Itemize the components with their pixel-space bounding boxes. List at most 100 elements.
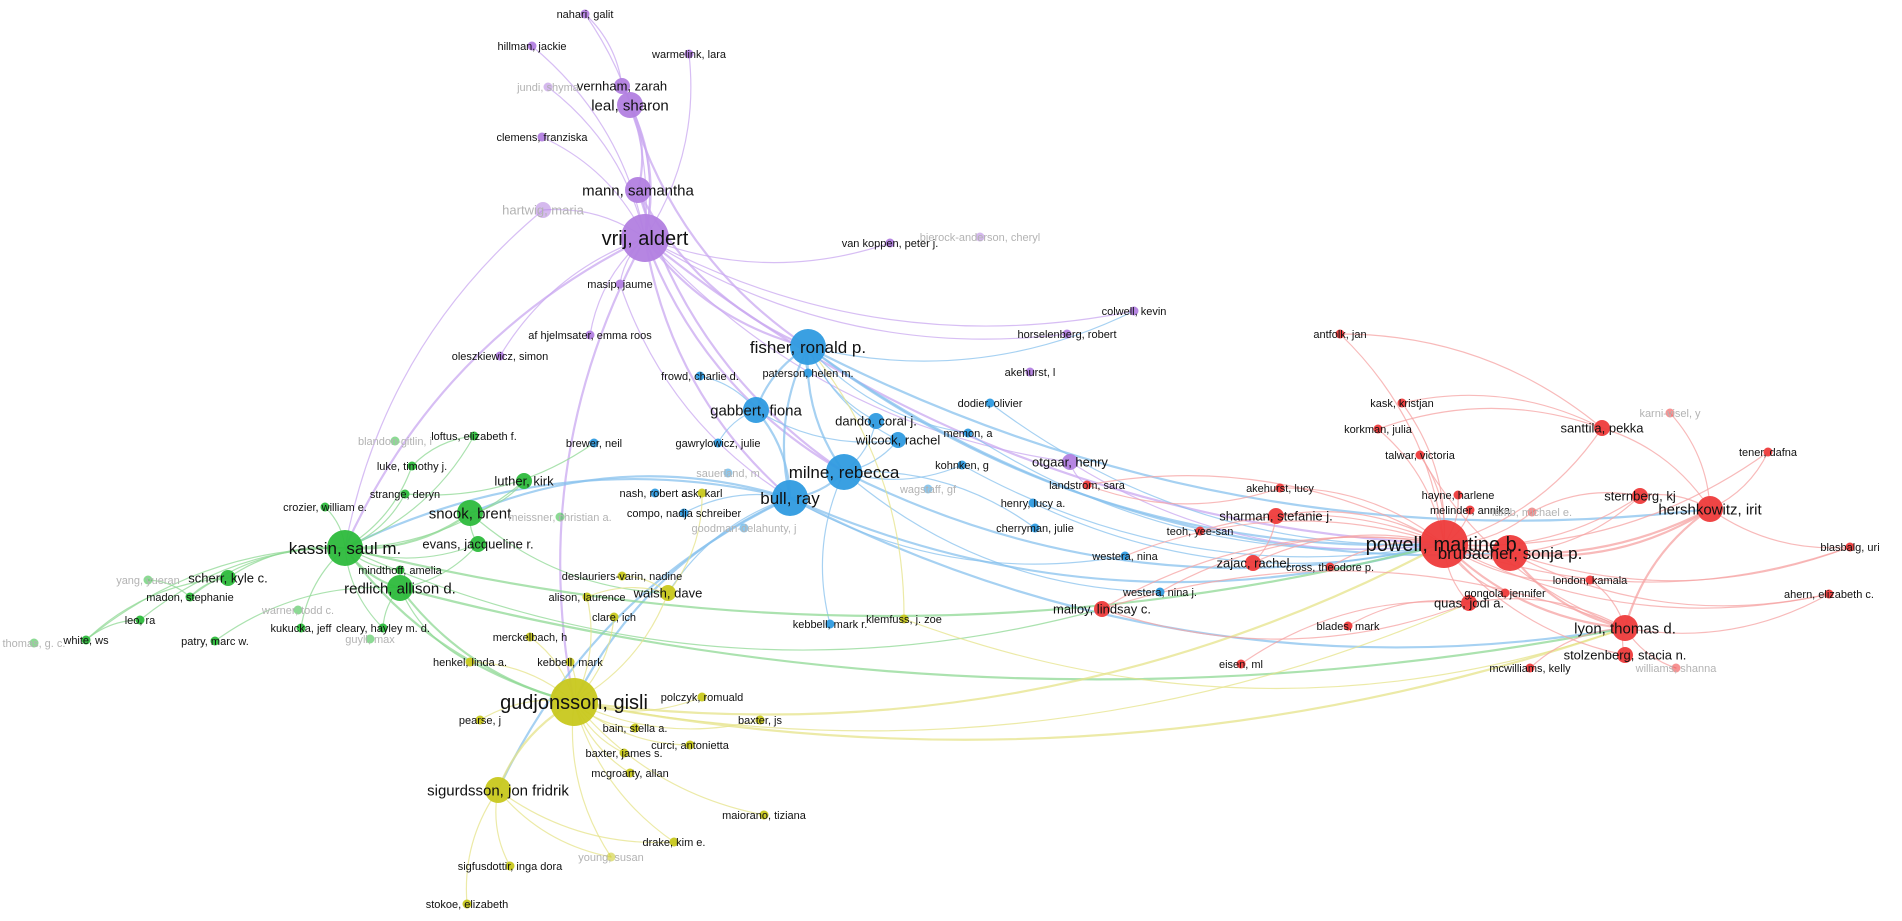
node-kohnken[interactable] bbox=[957, 460, 967, 470]
node-clemens[interactable] bbox=[537, 132, 547, 142]
node-milne[interactable] bbox=[826, 454, 862, 490]
node-jundi[interactable] bbox=[543, 82, 553, 92]
node-baxterjs[interactable] bbox=[755, 715, 765, 725]
node-london[interactable] bbox=[1585, 575, 1595, 585]
node-deslauriers[interactable] bbox=[617, 571, 627, 581]
node-warner[interactable] bbox=[293, 605, 303, 615]
node-curci[interactable] bbox=[685, 740, 695, 750]
node-cleary[interactable] bbox=[378, 623, 388, 633]
node-memon[interactable] bbox=[963, 428, 973, 438]
node-masip[interactable] bbox=[615, 279, 625, 289]
node-antfolk[interactable] bbox=[1335, 329, 1345, 339]
node-paterson[interactable] bbox=[803, 368, 813, 378]
node-wagstaff[interactable] bbox=[923, 484, 933, 494]
node-korkman[interactable] bbox=[1373, 424, 1383, 434]
node-polczyk[interactable] bbox=[697, 692, 707, 702]
node-guyll[interactable] bbox=[365, 634, 375, 644]
node-drake[interactable] bbox=[669, 837, 679, 847]
node-crozier[interactable] bbox=[320, 502, 330, 512]
node-clare[interactable] bbox=[609, 612, 619, 622]
node-landstrom[interactable] bbox=[1082, 480, 1092, 490]
node-blades[interactable] bbox=[1343, 621, 1353, 631]
node-cherryman[interactable] bbox=[1030, 523, 1040, 533]
node-gongola[interactable] bbox=[1500, 588, 1510, 598]
node-blasbalg[interactable] bbox=[1845, 542, 1855, 552]
node-merckelbach[interactable] bbox=[525, 632, 535, 642]
node-zajac[interactable] bbox=[1245, 555, 1261, 571]
node-luther[interactable] bbox=[516, 473, 532, 489]
node-meissner[interactable] bbox=[555, 512, 565, 522]
node-pearse[interactable] bbox=[475, 715, 485, 725]
node-bierock[interactable] bbox=[975, 232, 985, 242]
node-kassin[interactable] bbox=[327, 530, 363, 566]
node-sauerland[interactable] bbox=[723, 468, 733, 478]
node-baxterjames[interactable] bbox=[619, 748, 629, 758]
node-vernham[interactable] bbox=[614, 78, 630, 94]
node-leal[interactable] bbox=[617, 92, 643, 118]
node-gawrylowicz[interactable] bbox=[713, 438, 723, 448]
node-alison[interactable] bbox=[582, 592, 592, 602]
node-leo[interactable] bbox=[135, 615, 145, 625]
node-sigfusdottir[interactable] bbox=[505, 861, 515, 871]
node-dodier[interactable] bbox=[985, 398, 995, 408]
node-stolzenberg[interactable] bbox=[1617, 647, 1633, 663]
node-malloy[interactable] bbox=[1094, 601, 1110, 617]
node-sigurdsson[interactable] bbox=[485, 777, 511, 803]
node-talwar[interactable] bbox=[1415, 450, 1425, 460]
node-gudjonsson[interactable] bbox=[550, 678, 598, 726]
node-horselenberg[interactable] bbox=[1062, 329, 1072, 339]
node-quas[interactable] bbox=[1461, 595, 1477, 611]
node-cross[interactable] bbox=[1325, 562, 1335, 572]
node-klemfuss[interactable] bbox=[899, 614, 909, 624]
node-nahari[interactable] bbox=[580, 9, 590, 19]
node-sternberg[interactable] bbox=[1632, 488, 1648, 504]
node-westera1[interactable] bbox=[1120, 551, 1130, 561]
node-hillman[interactable] bbox=[527, 41, 537, 51]
node-brewer[interactable] bbox=[589, 438, 599, 448]
node-dando[interactable] bbox=[868, 413, 884, 429]
node-scherr[interactable] bbox=[220, 570, 236, 586]
node-kukucka[interactable] bbox=[296, 623, 306, 633]
node-nash[interactable] bbox=[650, 488, 660, 498]
node-strange[interactable] bbox=[400, 489, 410, 499]
node-warmelink[interactable] bbox=[684, 49, 694, 59]
node-sharman[interactable] bbox=[1268, 508, 1284, 524]
node-oleszkiewicz[interactable] bbox=[495, 351, 505, 361]
node-madon[interactable] bbox=[185, 592, 195, 602]
node-gabbert[interactable] bbox=[743, 397, 769, 423]
node-wilcock[interactable] bbox=[890, 432, 906, 448]
node-lamb[interactable] bbox=[1527, 507, 1537, 517]
node-mindthoff[interactable] bbox=[395, 565, 405, 575]
node-hayne[interactable] bbox=[1453, 490, 1463, 500]
node-brubacher[interactable] bbox=[1492, 535, 1528, 571]
node-blandon[interactable] bbox=[390, 436, 400, 446]
node-otgaar[interactable] bbox=[1062, 454, 1078, 470]
node-snook[interactable] bbox=[457, 500, 483, 526]
node-vrij[interactable] bbox=[621, 214, 669, 262]
node-young[interactable] bbox=[606, 852, 616, 862]
node-colwell[interactable] bbox=[1129, 306, 1139, 316]
node-henry[interactable] bbox=[1028, 498, 1038, 508]
node-frowd[interactable] bbox=[695, 371, 705, 381]
node-white[interactable] bbox=[81, 635, 91, 645]
node-hershkowitz[interactable] bbox=[1697, 496, 1723, 522]
node-henkel[interactable] bbox=[465, 657, 475, 667]
node-tener[interactable] bbox=[1763, 447, 1773, 457]
node-karni[interactable] bbox=[1665, 408, 1675, 418]
node-kask[interactable] bbox=[1397, 398, 1407, 408]
node-goodman[interactable] bbox=[739, 523, 749, 533]
node-vankoppen[interactable] bbox=[885, 238, 895, 248]
node-yang[interactable] bbox=[143, 575, 153, 585]
node-patry[interactable] bbox=[210, 636, 220, 646]
node-hartwig[interactable] bbox=[535, 202, 551, 218]
node-teoh[interactable] bbox=[1195, 526, 1205, 536]
node-stokoe[interactable] bbox=[462, 899, 472, 909]
node-williams[interactable] bbox=[1671, 663, 1681, 673]
node-bull[interactable] bbox=[772, 480, 808, 516]
node-eisen[interactable] bbox=[1236, 659, 1246, 669]
node-kebbellm[interactable] bbox=[565, 657, 575, 667]
node-powell[interactable] bbox=[1420, 520, 1468, 568]
node-lyon[interactable] bbox=[1612, 615, 1638, 641]
node-loftus[interactable] bbox=[469, 431, 479, 441]
node-mann[interactable] bbox=[625, 177, 651, 203]
